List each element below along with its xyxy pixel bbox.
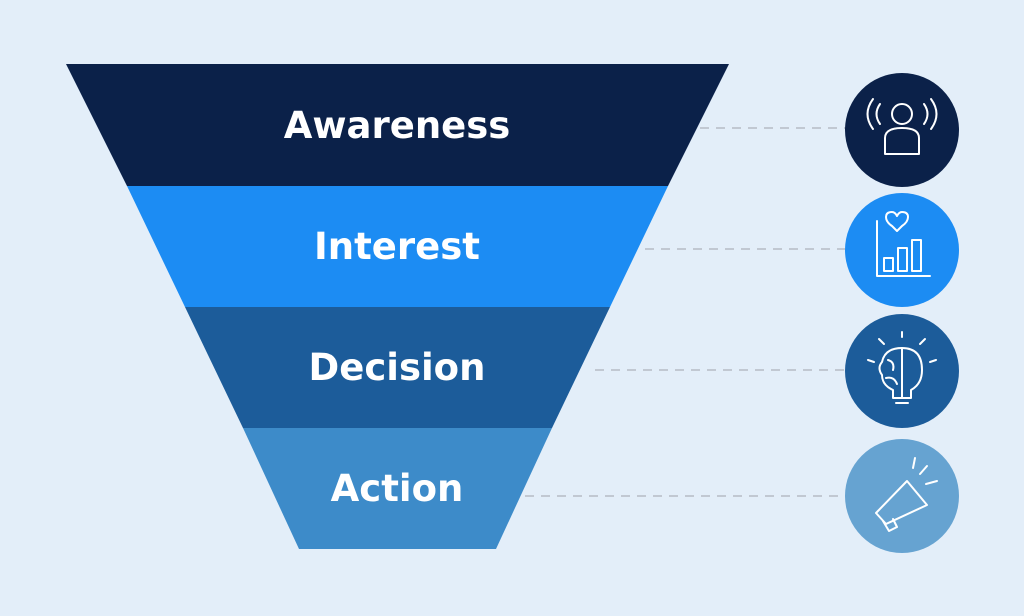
stage-awareness-label: Awareness — [284, 104, 511, 147]
interest-icon-circle — [845, 193, 959, 307]
stage-interest-segment — [127, 186, 668, 307]
stage-action-label: Action — [331, 467, 464, 510]
stage-action-segment — [243, 428, 552, 549]
heart-bar-chart-icon — [876, 211, 931, 277]
stage-interest-label: Interest — [314, 225, 480, 268]
person-broadcast-icon — [866, 98, 938, 155]
brain-lightbulb-icon — [867, 331, 937, 404]
action-icon-circle — [845, 439, 959, 553]
awareness-icon-circle — [845, 73, 959, 187]
stage-decision-segment — [185, 307, 610, 428]
stage-decision-label: Decision — [309, 346, 486, 389]
stage-awareness-segment — [66, 64, 729, 186]
megaphone-icon — [875, 457, 938, 532]
